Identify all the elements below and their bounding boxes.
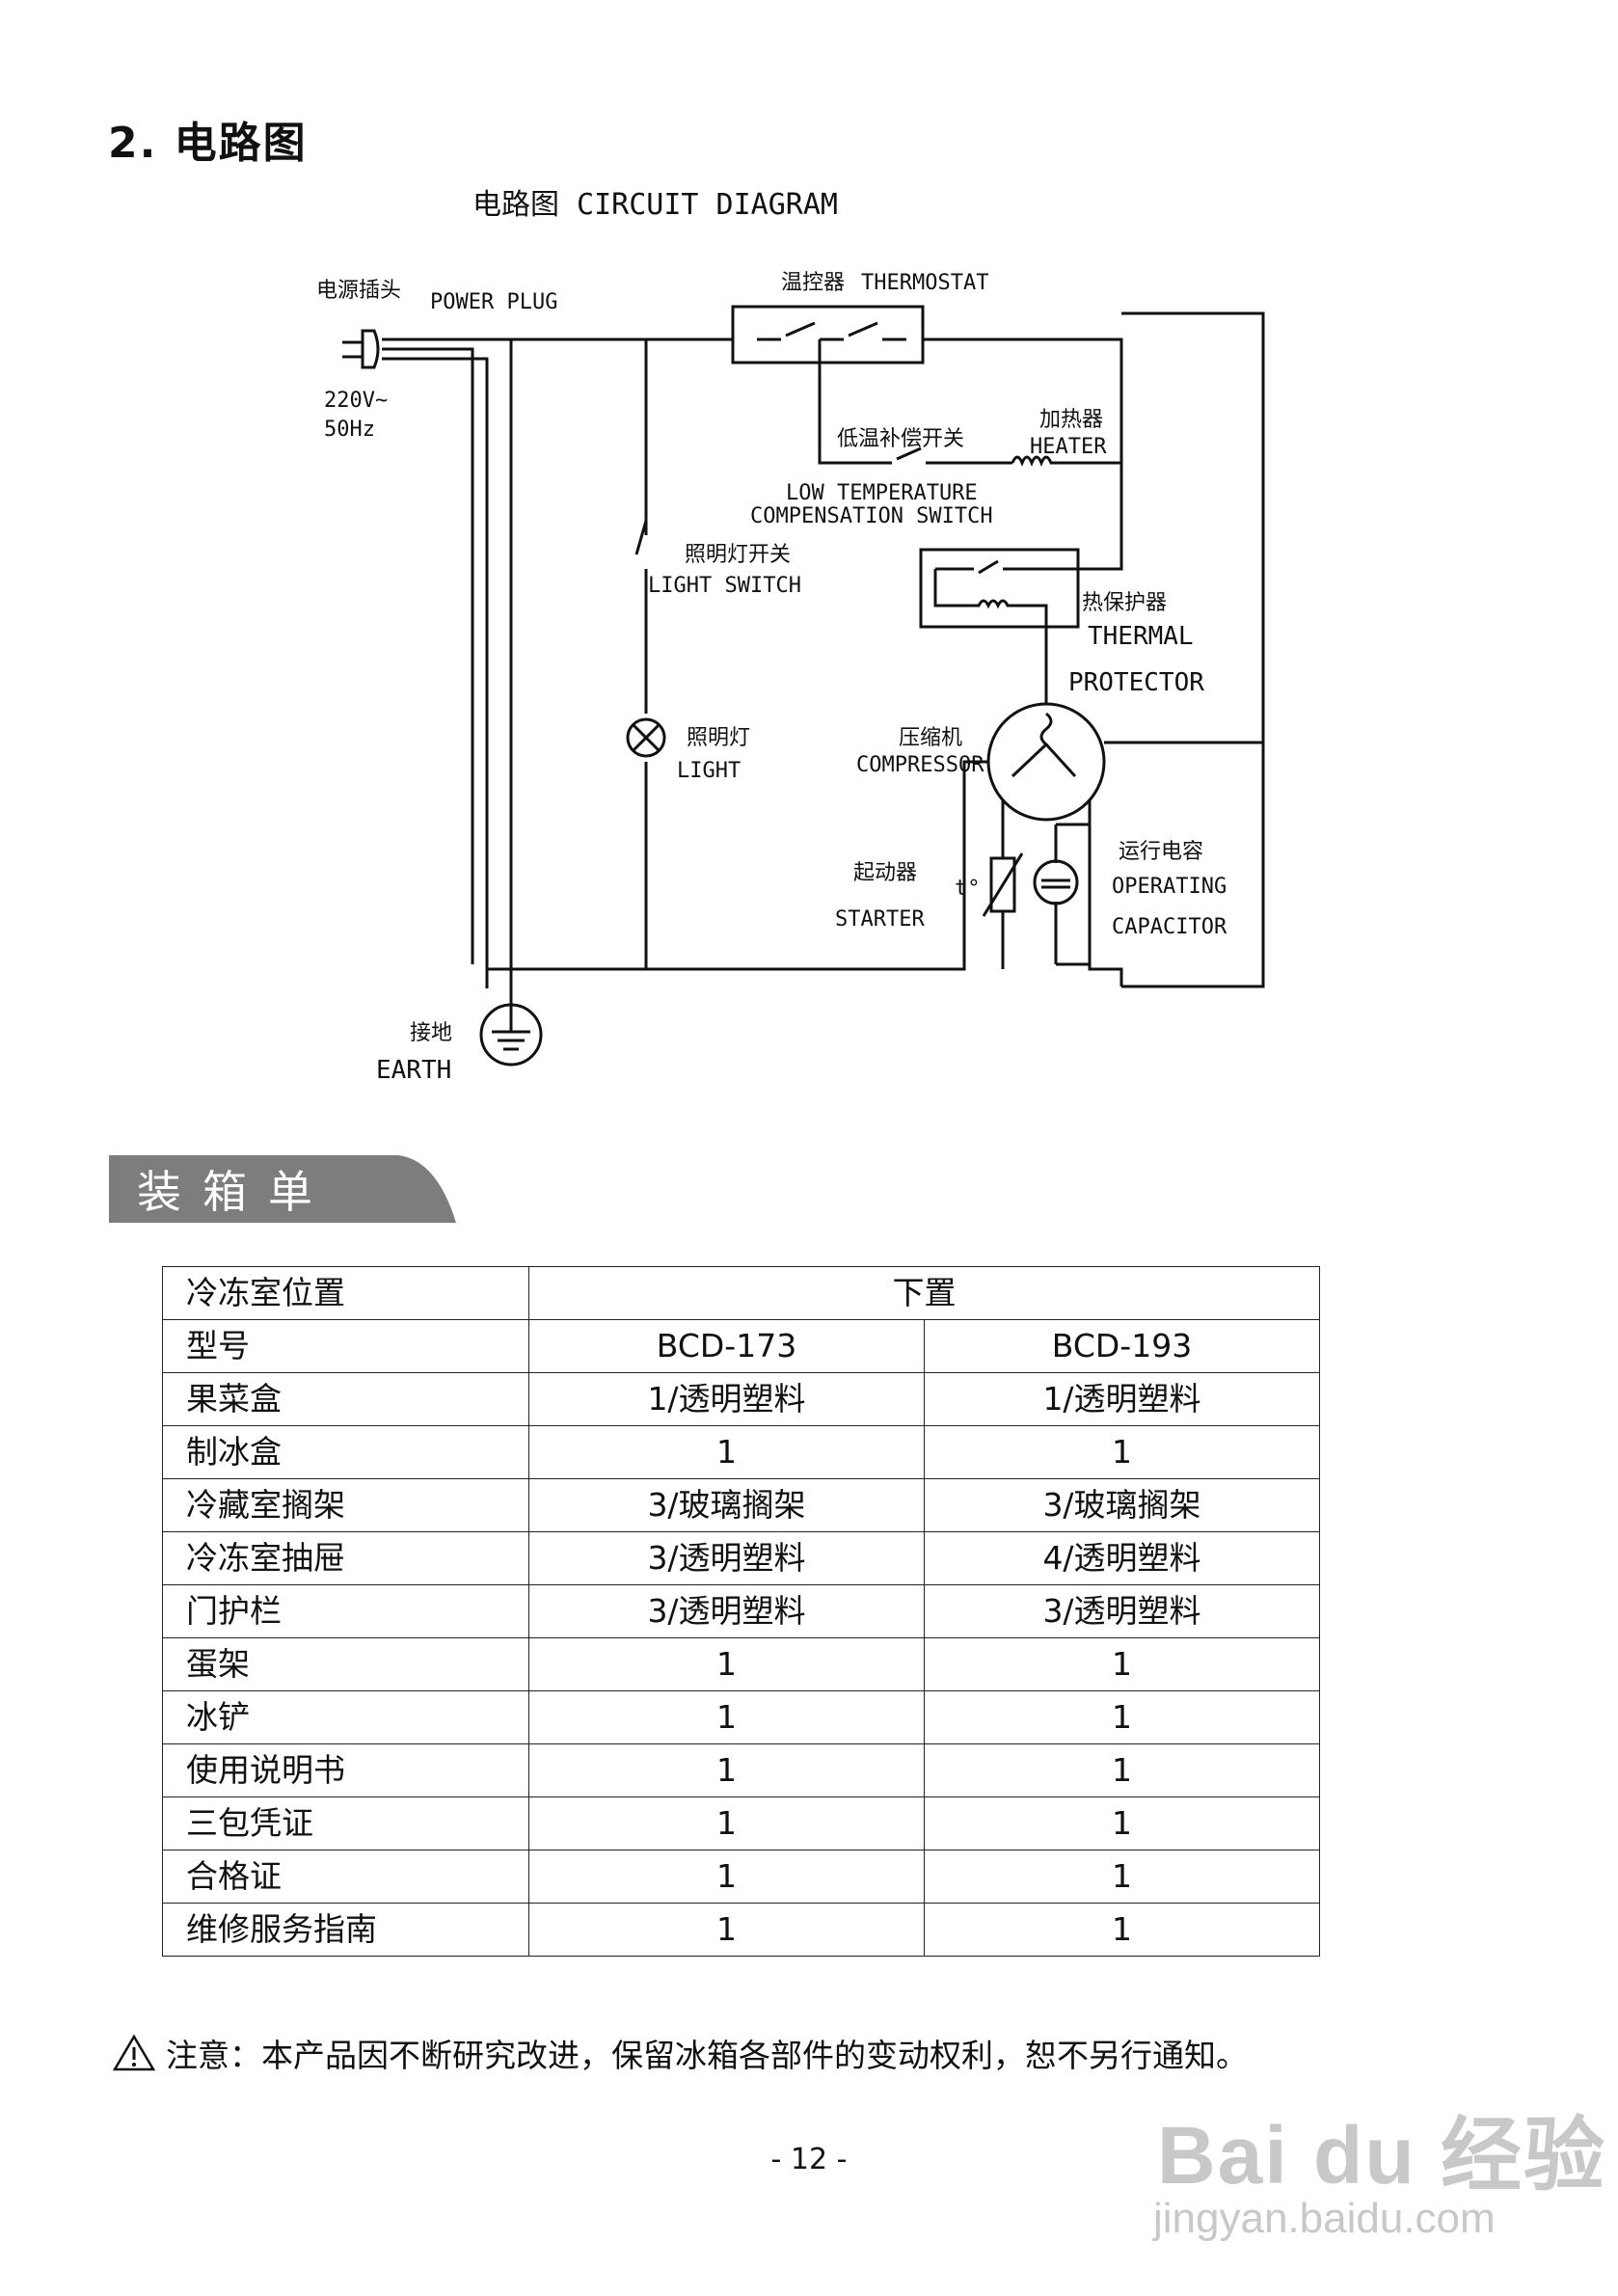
table-cell: 1/透明塑料: [924, 1372, 1320, 1426]
table-cell: 3/透明塑料: [528, 1531, 925, 1585]
packing-table: 冷冻室位置 下置 型号 BCD-173 BCD-193 果菜盒 1/透明塑料 1…: [162, 1266, 1320, 1957]
thermostat-en: THERMOSTAT: [861, 271, 988, 295]
table-row: 型号 BCD-173 BCD-193: [162, 1319, 1320, 1373]
light-switch-cn: 照明灯开关: [685, 543, 791, 567]
table-cell-label: 冰铲: [162, 1690, 529, 1744]
compressor-cn: 压缩机: [899, 726, 962, 750]
table-cell-label: 门护栏: [162, 1584, 529, 1638]
table-row: 冷藏室搁架 3/玻璃搁架 3/玻璃搁架: [162, 1478, 1320, 1532]
table-cell-header: 下置: [528, 1266, 1320, 1320]
table-cell-label: 型号: [162, 1319, 529, 1373]
section-title: 2. 电路图: [108, 119, 308, 168]
table-cell-label: 冷冻室位置: [162, 1266, 529, 1320]
table-cell: 3/玻璃搁架: [528, 1478, 925, 1532]
table-cell-label: 维修服务指南: [162, 1903, 529, 1957]
table-cell: 1: [924, 1690, 1320, 1744]
table-cell: 1/透明塑料: [528, 1372, 925, 1426]
watermark-url: jingyan.baidu.com: [1153, 2195, 1496, 2242]
table-row: 蛋架 1 1: [162, 1637, 1320, 1691]
table-cell: 1: [924, 1850, 1320, 1904]
heater-cn: 加热器: [1039, 408, 1103, 432]
table-cell: 1: [528, 1425, 925, 1479]
table-row: 冰铲 1 1: [162, 1690, 1320, 1744]
thermal-protector-cn: 热保护器: [1082, 591, 1167, 615]
circuit-diagram: 电路图 CIRCUIT DIAGRAM 电源插头 POWER PLUG 220V…: [316, 188, 1265, 1085]
table-cell: BCD-173: [528, 1319, 925, 1373]
earth-en: EARTH: [376, 1056, 451, 1085]
starter-cn: 起动器: [853, 861, 917, 885]
table-cell: 1: [528, 1903, 925, 1957]
table-cell: 1: [528, 1637, 925, 1691]
low-temp-switch-en-1: LOW TEMPERATURE: [786, 481, 978, 505]
table-cell-label: 蛋架: [162, 1637, 529, 1691]
thermostat-cn: 温控器: [781, 271, 845, 295]
table-cell: 1: [528, 1743, 925, 1797]
table-cell: 1: [924, 1637, 1320, 1691]
starter-en: STARTER: [835, 907, 925, 932]
notice: 注意：本产品因不断研究改进，保留冰箱各部件的变动权利，恕不另行通知。: [112, 2030, 1248, 2076]
table-cell: 1: [924, 1743, 1320, 1797]
earth-cn: 接地: [410, 1021, 452, 1045]
notice-text: 注意：本产品因不断研究改进，保留冰箱各部件的变动权利，恕不另行通知。: [166, 2037, 1248, 2074]
low-temp-switch-en-2: COMPENSATION SWITCH: [750, 504, 993, 528]
low-temp-switch-cn: 低温补偿开关: [837, 427, 964, 451]
power-plug-cn: 电源插头: [316, 279, 401, 303]
voltage-label: 220V~: [324, 389, 388, 413]
table-cell-label: 制冰盒: [162, 1425, 529, 1479]
table-cell: 3/透明塑料: [924, 1584, 1320, 1638]
diagram-title: 电路图 CIRCUIT DIAGRAM: [472, 188, 838, 222]
packing-title: 装箱单: [137, 1166, 334, 1218]
table-row: 冷冻室位置 下置: [162, 1266, 1320, 1320]
table-cell: BCD-193: [924, 1319, 1320, 1373]
table-row: 使用说明书 1 1: [162, 1743, 1320, 1797]
starter-mark: t°: [955, 877, 981, 901]
frequency-label: 50Hz: [324, 418, 375, 442]
table-cell: 1: [528, 1690, 925, 1744]
table-cell-label: 合格证: [162, 1850, 529, 1904]
table-cell-label: 冷冻室抽屉: [162, 1531, 529, 1585]
table-cell-label: 果菜盒: [162, 1372, 529, 1426]
table-cell: 1: [924, 1796, 1320, 1850]
table-row: 合格证 1 1: [162, 1850, 1320, 1904]
table-row: 维修服务指南 1 1: [162, 1903, 1320, 1957]
table-cell: 3/透明塑料: [528, 1584, 925, 1638]
capacitor-en-2: CAPACITOR: [1112, 915, 1227, 939]
packing-title-banner: [109, 1155, 456, 1223]
table-cell: 1: [924, 1903, 1320, 1957]
light-switch-en: LIGHT SWITCH: [648, 574, 801, 598]
page-number: - 12 -: [770, 2143, 848, 2176]
table-row: 冷冻室抽屉 3/透明塑料 4/透明塑料: [162, 1531, 1320, 1585]
compressor-en: COMPRESSOR: [856, 753, 984, 777]
table-cell: 1: [528, 1796, 925, 1850]
light-cn: 照明灯: [687, 726, 750, 750]
table-cell-label: 三包凭证: [162, 1796, 529, 1850]
table-row: 果菜盒 1/透明塑料 1/透明塑料: [162, 1372, 1320, 1426]
heater-en: HEATER: [1030, 435, 1107, 459]
thermal-protector-en-1: THERMAL: [1088, 622, 1194, 651]
capacitor-cn: 运行电容: [1119, 840, 1203, 864]
watermark-logo: Bai du 经验: [1157, 2110, 1607, 2201]
table-cell: 3/玻璃搁架: [924, 1478, 1320, 1532]
table-cell: 1: [924, 1425, 1320, 1479]
thermal-protector-en-2: PROTECTOR: [1068, 668, 1204, 697]
table-row: 三包凭证 1 1: [162, 1796, 1320, 1850]
power-plug-en: POWER PLUG: [430, 290, 557, 314]
table-cell-label: 冷藏室搁架: [162, 1478, 529, 1532]
table-cell-label: 使用说明书: [162, 1743, 529, 1797]
table-row: 制冰盒 1 1: [162, 1425, 1320, 1479]
capacitor-en-1: OPERATING: [1112, 875, 1227, 899]
table-row: 门护栏 3/透明塑料 3/透明塑料: [162, 1584, 1320, 1638]
table-cell: 1: [528, 1850, 925, 1904]
warning-icon: [112, 2034, 156, 2071]
light-en: LIGHT: [677, 759, 741, 783]
table-cell: 4/透明塑料: [924, 1531, 1320, 1585]
